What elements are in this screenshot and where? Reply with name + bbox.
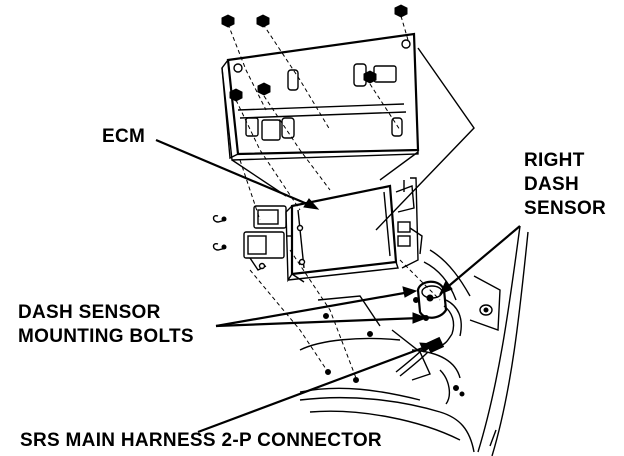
label-right-dash-sensor-line2: DASH — [524, 174, 579, 195]
label-right-dash-sensor-line1: RIGHT — [524, 150, 585, 171]
leader-harness-connector — [197, 342, 436, 434]
nut — [256, 14, 270, 28]
harness-connector — [395, 333, 453, 377]
ecm-unit — [243, 177, 423, 283]
nut — [363, 70, 377, 84]
leader-ecm — [155, 138, 320, 210]
nut — [221, 14, 235, 28]
label-mounting-bolts-line2: MOUNTING BOLTS — [18, 326, 194, 347]
nut — [394, 4, 408, 18]
cover-plate — [221, 32, 420, 161]
nut — [257, 82, 271, 96]
label-right-dash-sensor-line3: SENSOR — [524, 198, 606, 219]
bolts — [323, 313, 465, 397]
label-mounting-bolts-line1: DASH SENSOR — [18, 302, 161, 323]
label-harness-connector: SRS MAIN HARNESS 2-P CONNECTOR — [20, 430, 382, 451]
assembly-lines — [227, 15, 441, 379]
cover-nuts — [221, 4, 408, 102]
leader-mounting-bolts — [215, 286, 428, 328]
right-dash-sensor — [413, 280, 462, 337]
body-panel — [299, 225, 529, 456]
leader-right-dash-sensor — [439, 225, 521, 295]
nut — [229, 88, 243, 102]
bracket-lines — [231, 47, 475, 231]
clips — [212, 214, 227, 251]
label-ecm: ECM — [102, 126, 145, 147]
